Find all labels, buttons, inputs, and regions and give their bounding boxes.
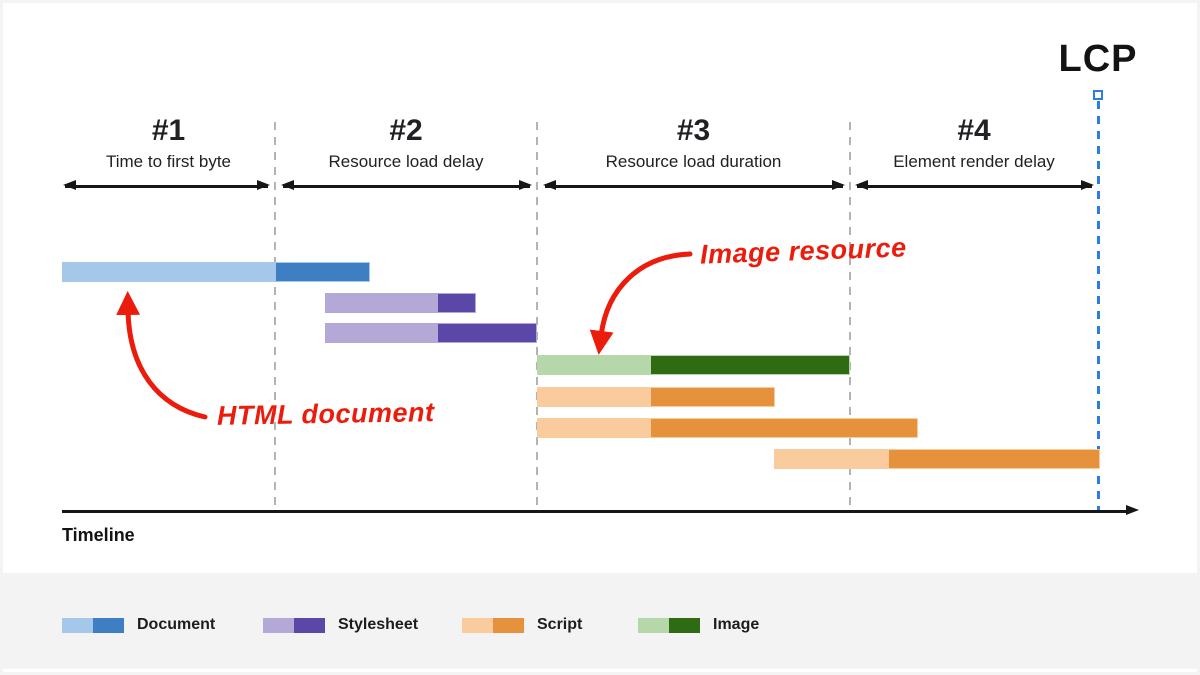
phase-header-3: #3 Resource load duration bbox=[537, 114, 850, 172]
phase-separator bbox=[849, 122, 851, 512]
bar-stylesheet bbox=[325, 323, 537, 343]
legend-item-document: Document bbox=[62, 616, 215, 634]
legend-label: Image bbox=[713, 616, 760, 633]
script-delay-segment bbox=[537, 387, 650, 407]
legend-label: Document bbox=[137, 616, 216, 633]
phase-span-arrow bbox=[63, 180, 270, 190]
image-load-segment bbox=[650, 355, 850, 375]
phase-label: Resource load duration bbox=[605, 152, 782, 171]
script-swatch-icon bbox=[462, 617, 524, 633]
document-delay-segment bbox=[62, 262, 275, 282]
bar-stylesheet bbox=[325, 293, 476, 313]
bar-script bbox=[537, 418, 918, 438]
phase-number: #4 bbox=[957, 114, 991, 147]
phase-label: Element render delay bbox=[893, 152, 1055, 171]
bar-script bbox=[774, 449, 1100, 469]
stylesheet-load-segment bbox=[437, 293, 476, 313]
legend-label: Stylesheet bbox=[338, 616, 419, 633]
image-swatch-icon bbox=[638, 617, 700, 633]
phase-header-4: #4 Element render delay bbox=[850, 114, 1098, 172]
phase-label: Resource load delay bbox=[328, 152, 484, 171]
arrow-to-image-bar bbox=[589, 251, 693, 355]
lcp-label: LCP bbox=[1058, 38, 1138, 80]
phase-header-2: #2 Resource load delay bbox=[275, 114, 537, 172]
phase-span-arrow bbox=[855, 180, 1094, 190]
phase-number: #2 bbox=[389, 114, 423, 147]
script-delay-segment bbox=[537, 418, 650, 438]
legend-item-stylesheet: Stylesheet bbox=[263, 616, 418, 634]
bar-image bbox=[537, 355, 850, 375]
stylesheet-swatch-icon bbox=[263, 617, 325, 633]
legend-item-script: Script bbox=[462, 616, 582, 634]
legend-label: Script bbox=[537, 616, 583, 633]
bar-document bbox=[62, 262, 370, 282]
phase-number: #1 bbox=[151, 114, 186, 147]
phase-separator bbox=[274, 122, 276, 512]
document-load-segment bbox=[275, 262, 370, 282]
legend: Document Stylesheet Script Image bbox=[0, 573, 1200, 669]
lcp-dashed-line bbox=[1096, 101, 1100, 512]
script-load-segment bbox=[888, 449, 1100, 469]
phase-header-1: #1 Time to first byte bbox=[62, 114, 275, 172]
arrow-to-document-bar bbox=[116, 291, 208, 420]
script-load-segment bbox=[650, 418, 918, 438]
stylesheet-delay-segment bbox=[325, 293, 437, 313]
script-delay-segment bbox=[774, 449, 888, 469]
phase-separator bbox=[536, 122, 538, 512]
phase-label: Time to first byte bbox=[105, 152, 231, 171]
annotation-html-document: HTML document bbox=[216, 397, 435, 431]
phase-number: #3 bbox=[676, 114, 711, 147]
annotation-image-resource: Image resource bbox=[699, 232, 908, 270]
timeline-label: Timeline bbox=[62, 525, 135, 545]
legend-item-image: Image bbox=[638, 616, 759, 634]
script-load-segment bbox=[650, 387, 775, 407]
timeline-axis bbox=[62, 505, 1139, 515]
image-delay-segment bbox=[537, 355, 650, 375]
bar-script bbox=[537, 387, 775, 407]
stylesheet-delay-segment bbox=[325, 323, 437, 343]
stylesheet-load-segment bbox=[437, 323, 537, 343]
document-swatch-icon bbox=[62, 617, 124, 633]
phase-span-arrow bbox=[543, 180, 845, 190]
lcp-marker-icon bbox=[1092, 90, 1103, 100]
phase-span-arrow bbox=[281, 180, 532, 190]
